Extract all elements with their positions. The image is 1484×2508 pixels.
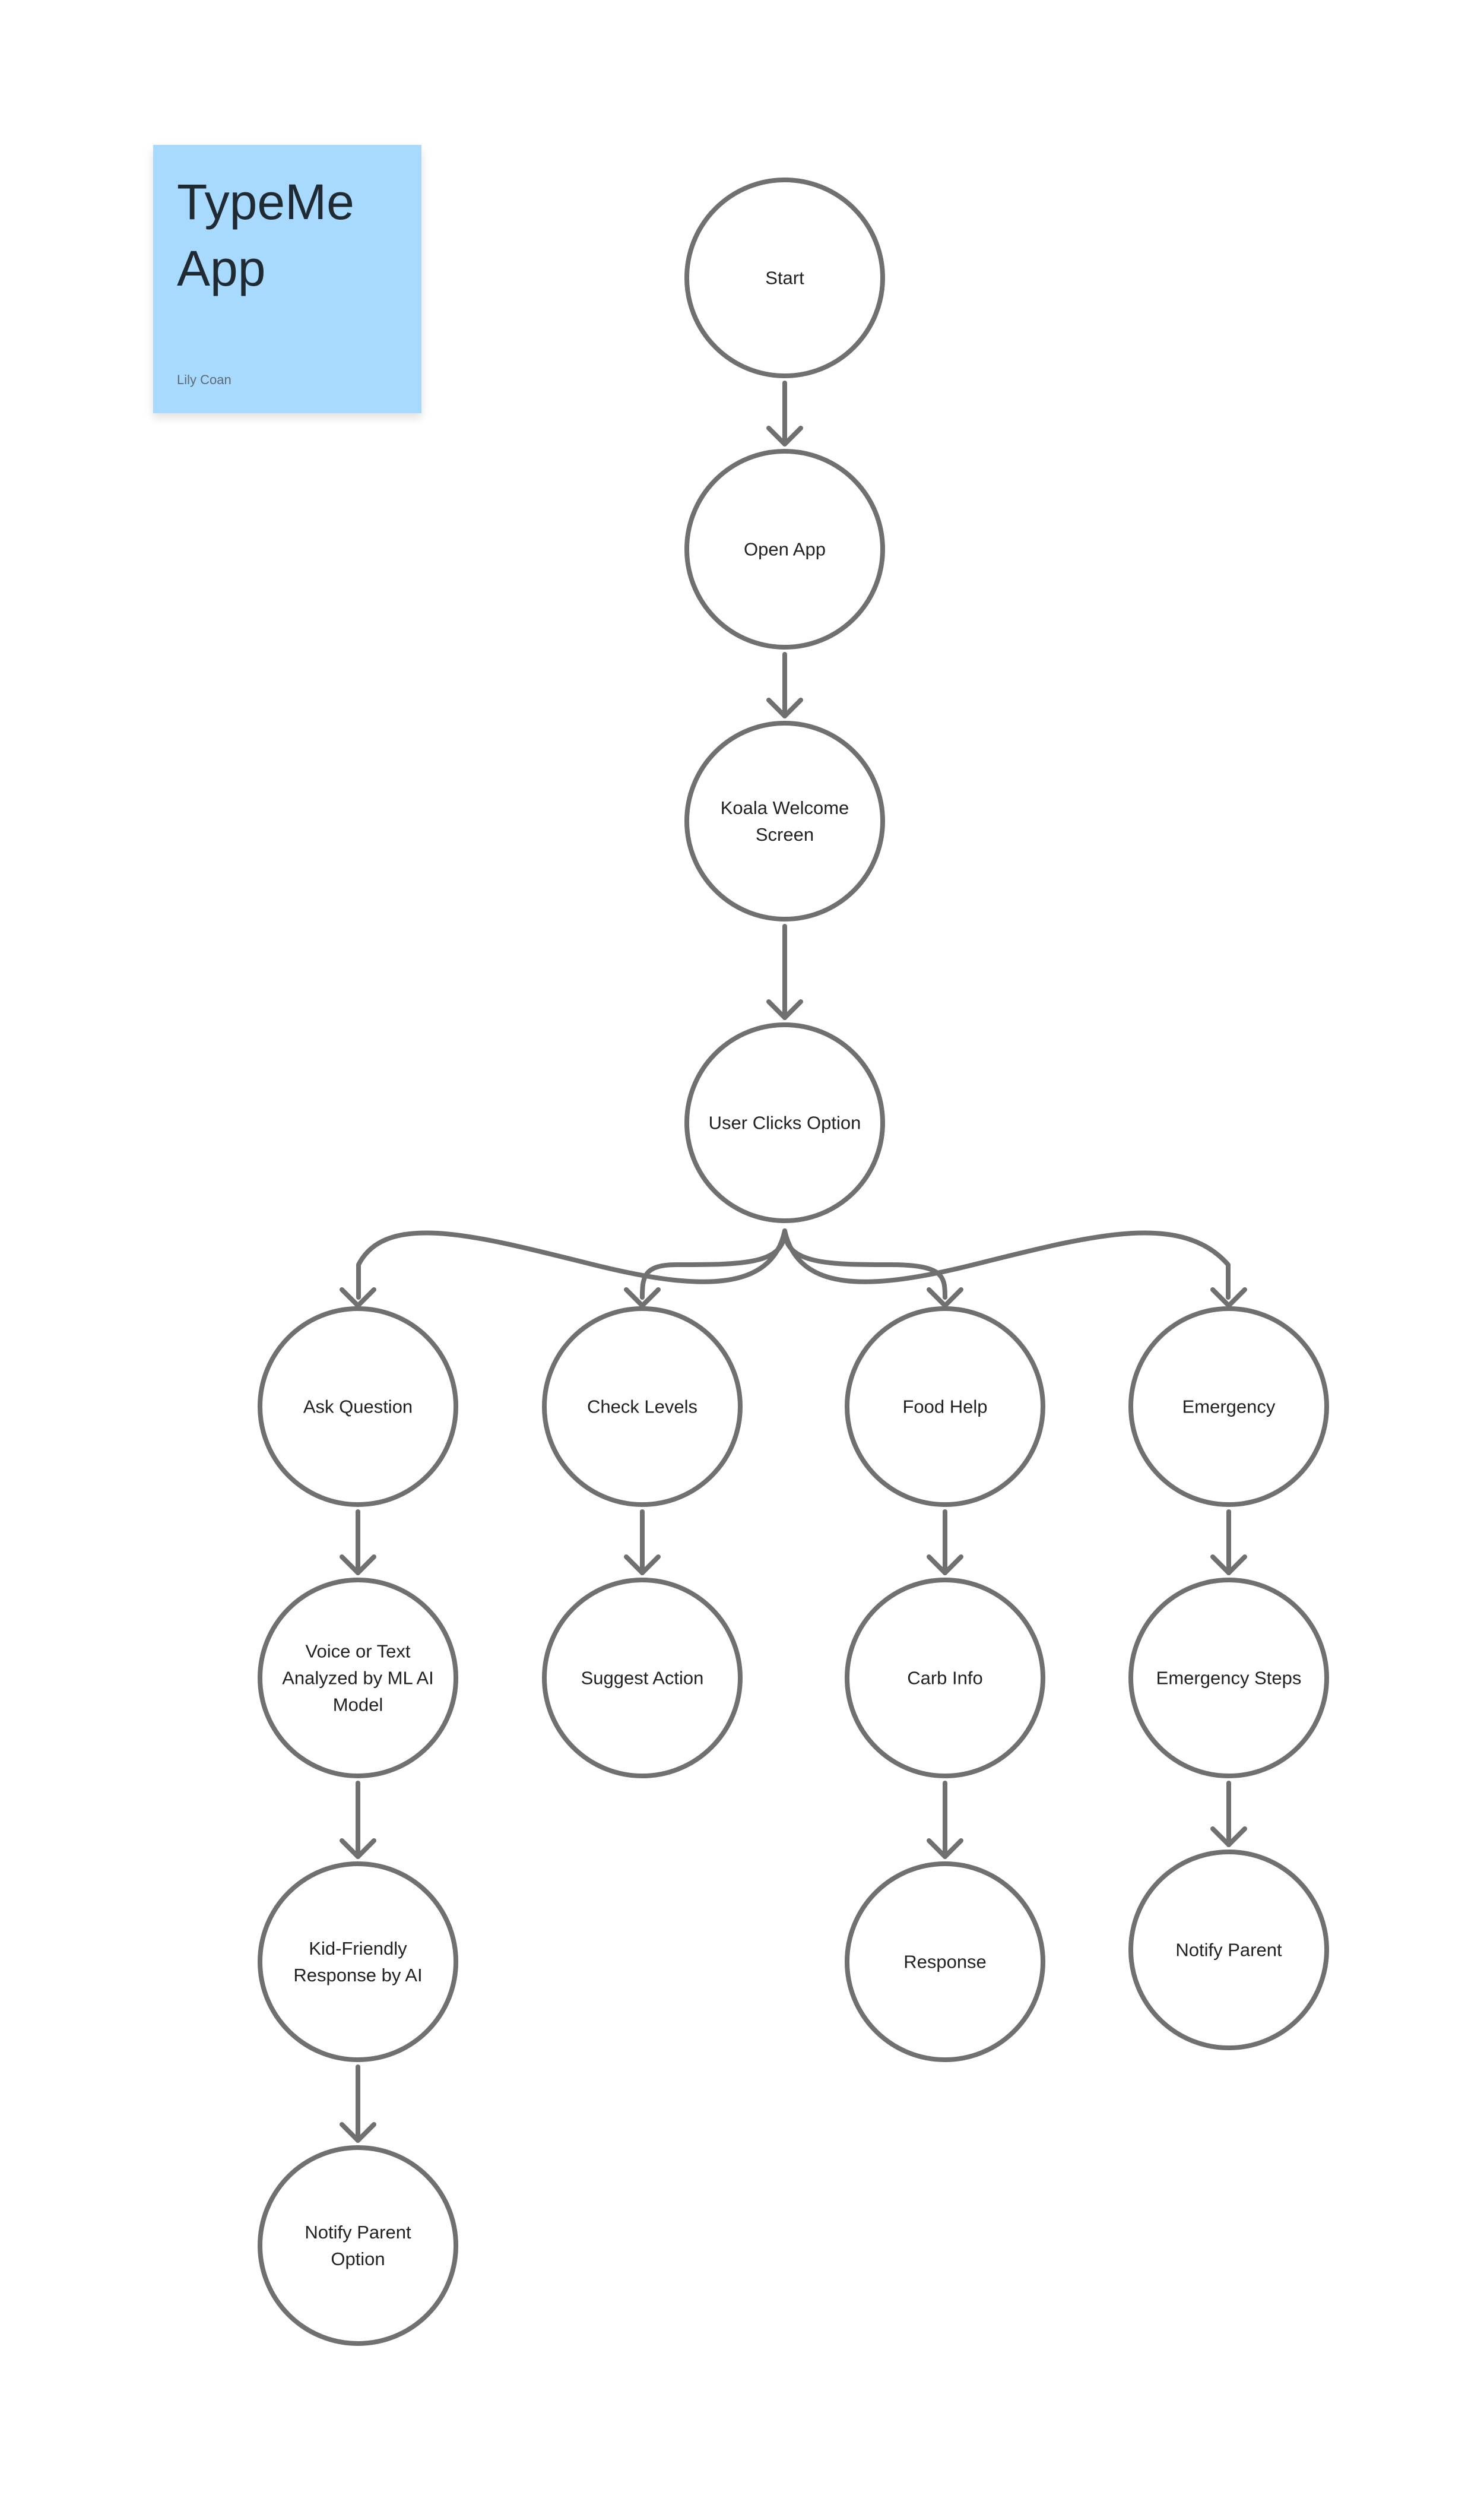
node-label-check-levels: Check Levels <box>586 1396 698 1417</box>
edge-voice-text-to-kid-friendly <box>340 1781 376 1859</box>
sticky-note-author: Lily Coan <box>177 372 232 387</box>
node-circle[interactable] <box>1128 1578 1329 1778</box>
sticky-note-title: TypeMe App <box>177 174 354 296</box>
edge-open-app-to-koala-welcome <box>766 652 803 718</box>
node-circle[interactable] <box>258 2145 458 2346</box>
node-label-start: Start <box>765 267 804 289</box>
node-emergency[interactable] <box>1128 1306 1329 1507</box>
connector-line <box>356 1228 787 1300</box>
node-label-user-clicks: User Clicks Option <box>708 1112 861 1133</box>
node-label-emergency-steps: Emergency Steps <box>1156 1667 1302 1689</box>
node-food-help[interactable] <box>845 1306 1045 1507</box>
node-label-open-app: Open App <box>744 539 826 560</box>
connector-line <box>782 1228 947 1300</box>
arrowhead-icon <box>927 1838 963 1859</box>
node-response[interactable] <box>845 1861 1045 2062</box>
node-label-emergency: Emergency <box>1182 1396 1276 1417</box>
node-circle[interactable] <box>1128 1306 1329 1507</box>
node-label-koala-welcome: Koala Welcome Screen <box>720 797 849 845</box>
node-label-carb-info: Carb Info <box>907 1667 983 1689</box>
node-label-notify-parent-option: Notify Parent Option <box>305 2222 411 2269</box>
node-circle[interactable] <box>1128 1850 1329 2050</box>
edge-start-to-open-app <box>766 381 803 446</box>
node-check-levels[interactable] <box>542 1306 743 1507</box>
arrowhead-icon <box>340 1287 376 1308</box>
edge-carb-info-to-response <box>927 1781 963 1859</box>
edge-food-help-to-carb-info <box>927 1509 963 1575</box>
node-circle[interactable] <box>684 449 885 650</box>
arrowhead-icon <box>1210 1554 1247 1575</box>
node-circle[interactable] <box>845 1306 1045 1507</box>
node-start[interactable] <box>684 178 885 378</box>
arrowhead-icon <box>927 1287 963 1308</box>
arrowhead-icon <box>340 2122 376 2143</box>
edge-user-clicks-to-ask-question <box>340 1228 787 1308</box>
node-label-notify-parent: Notify Parent <box>1175 1939 1282 1961</box>
node-voice-text[interactable] <box>258 1578 458 1778</box>
node-suggest-action[interactable] <box>542 1578 743 1778</box>
node-circle[interactable] <box>542 1578 743 1778</box>
connector-line <box>782 1228 1231 1300</box>
node-emergency-steps[interactable] <box>1128 1578 1329 1778</box>
connector-line <box>640 1228 787 1300</box>
arrowhead-icon <box>766 999 803 1020</box>
node-koala-welcome[interactable] <box>684 721 885 922</box>
arrowhead-icon <box>1210 1287 1247 1308</box>
arrowhead-icon <box>340 1554 376 1575</box>
arrowhead-icon <box>927 1554 963 1575</box>
arrowhead-icon <box>766 698 803 718</box>
node-circle[interactable] <box>258 1306 458 1507</box>
node-label-food-help: Food Help <box>902 1396 988 1417</box>
node-circle[interactable] <box>684 1022 885 1223</box>
sticky-note[interactable]: TypeMe App Lily Coan <box>153 145 421 413</box>
edge-ask-question-to-voice-text <box>340 1509 376 1575</box>
arrowhead-icon <box>1210 1826 1247 1847</box>
edge-user-clicks-to-check-levels <box>624 1228 787 1308</box>
node-circle[interactable] <box>845 1578 1045 1778</box>
node-notify-parent-option[interactable] <box>258 2145 458 2346</box>
node-label-ask-question: Ask Question <box>303 1396 413 1417</box>
edge-kid-friendly-to-notify-parent-option <box>340 2064 376 2143</box>
edge-emergency-to-emergency-steps <box>1210 1509 1247 1575</box>
node-user-clicks[interactable] <box>684 1022 885 1223</box>
arrowhead-icon <box>624 1554 661 1575</box>
edge-koala-welcome-to-user-clicks <box>766 924 803 1020</box>
node-open-app[interactable] <box>684 449 885 650</box>
node-carb-info[interactable] <box>845 1578 1045 1778</box>
node-label-voice-text: Voice or Text Analyzed by ML AI Model <box>282 1641 434 1715</box>
node-circle[interactable] <box>845 1861 1045 2062</box>
node-label-response: Response <box>903 1951 987 1972</box>
node-circle[interactable] <box>258 1578 458 1778</box>
node-label-kid-friendly: Kid-Friendly Response by AI <box>293 1938 423 1986</box>
arrowhead-icon <box>624 1287 661 1308</box>
edge-check-levels-to-suggest-action <box>624 1509 661 1575</box>
node-circle[interactable] <box>542 1306 743 1507</box>
node-ask-question[interactable] <box>258 1306 458 1507</box>
node-label-suggest-action: Suggest Action <box>581 1667 704 1689</box>
node-circle[interactable] <box>684 178 885 378</box>
arrowhead-icon <box>766 426 803 446</box>
node-circle[interactable] <box>684 721 885 922</box>
node-kid-friendly[interactable] <box>258 1861 458 2062</box>
arrowhead-icon <box>340 1838 376 1859</box>
node-circle[interactable] <box>258 1861 458 2062</box>
edge-user-clicks-to-emergency <box>782 1228 1247 1308</box>
edge-emergency-steps-to-notify-parent <box>1210 1781 1247 1847</box>
node-notify-parent[interactable] <box>1128 1850 1329 2050</box>
